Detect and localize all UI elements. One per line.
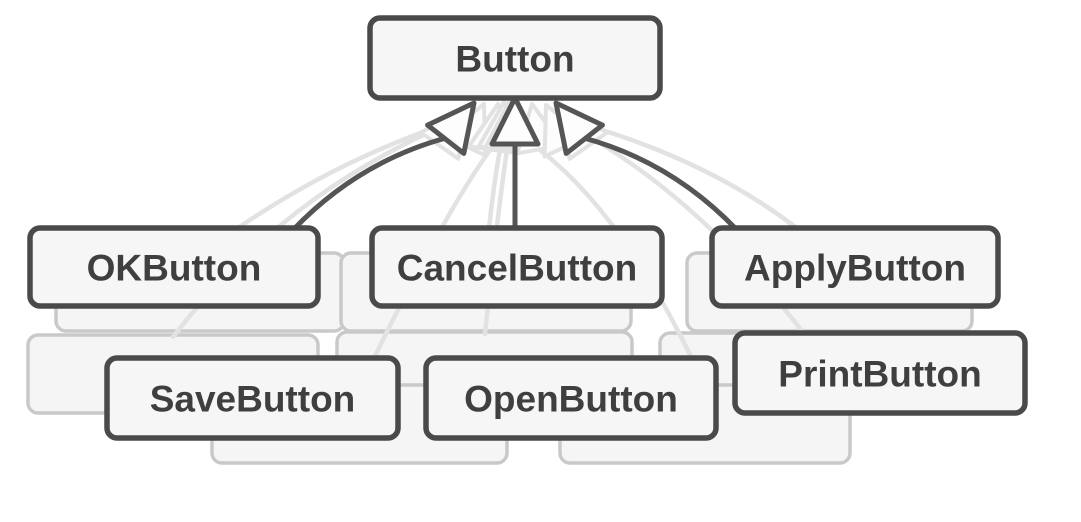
inheritance-edge-okbutton	[290, 135, 449, 233]
node-button: Button	[367, 15, 663, 101]
inheritance-arrowhead-icon	[425, 100, 477, 156]
node-box	[104, 355, 401, 441]
node-label: OpenButton	[464, 379, 678, 420]
node-box	[709, 225, 1001, 309]
node-label: OKButton	[87, 248, 262, 289]
inheritance-edge-applybutton	[581, 135, 740, 233]
node-cancelbutton: CancelButton	[369, 225, 665, 309]
node-label: PrintButton	[778, 354, 981, 395]
node-label: CancelButton	[397, 248, 638, 289]
inheritance-arrowhead-icon	[553, 100, 605, 156]
node-openbutton: OpenButton	[423, 355, 719, 441]
node-applybutton: ApplyButton	[709, 225, 1001, 309]
node-printbutton: PrintButton	[732, 330, 1028, 416]
node-box	[27, 225, 321, 309]
node-box	[732, 330, 1028, 416]
inheritance-edge-layer	[290, 95, 740, 233]
inheritance-arrowhead-icon	[489, 95, 541, 147]
node-box	[369, 225, 665, 309]
node-savebutton: SaveButton	[104, 355, 401, 441]
node-label: ApplyButton	[744, 248, 966, 289]
node-label: Button	[455, 39, 574, 80]
node-box	[367, 15, 663, 101]
node-box	[423, 355, 719, 441]
node-okbutton: OKButton	[27, 225, 321, 309]
node-label: SaveButton	[150, 379, 356, 420]
